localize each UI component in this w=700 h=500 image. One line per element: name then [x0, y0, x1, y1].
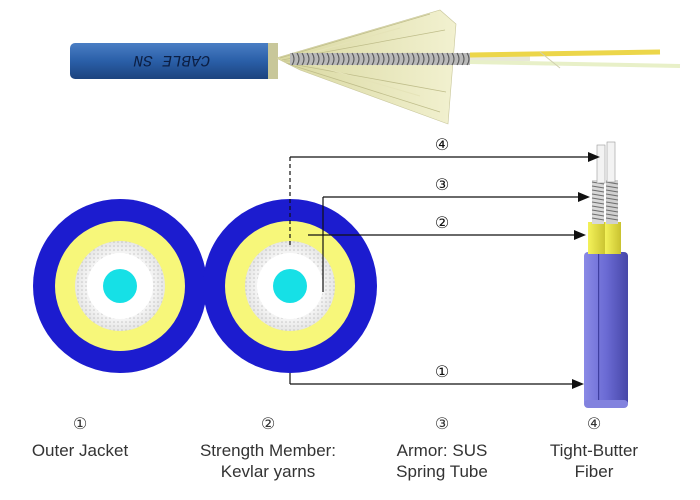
- caption-armor: ③ Armor: SUS Spring Tube: [357, 414, 527, 482]
- caption-number: ②: [260, 414, 276, 433]
- caption-number: ③: [434, 414, 450, 433]
- cable-print-text: CABLE SN: [133, 51, 210, 69]
- cross-section-left: [33, 199, 207, 373]
- stepped-cable-illustration: [584, 141, 628, 408]
- callout-marker-2: ②: [435, 213, 449, 232]
- caption-label: Outer Jacket: [31, 441, 129, 460]
- callout-lines: [289, 152, 600, 389]
- caption-number: ④: [586, 414, 602, 433]
- caption-outer-jacket: ① Outer Jacket: [0, 414, 165, 461]
- callout-marker-1: ①: [435, 362, 449, 381]
- caption-line: Spring Tube: [396, 462, 488, 481]
- fiber-core: [273, 269, 307, 303]
- caption-line: Kevlar yarns: [220, 462, 316, 481]
- caption-line: Armor: SUS: [396, 441, 488, 460]
- cable-outer-jacket: [70, 43, 278, 79]
- caption-strength-member: ② Strength Member: Kevlar yarns: [183, 414, 353, 482]
- caption-label: Tight-Butter Fiber: [509, 440, 679, 482]
- caption-tight-buffer-fiber: ④ Tight-Butter Fiber: [509, 414, 679, 482]
- cable-armor-spring: [290, 52, 470, 66]
- caption-line: Strength Member:: [199, 441, 337, 460]
- stripped-cable-illustration: CABLE SN: [70, 9, 681, 125]
- caption-label: Armor: SUS Spring Tube: [357, 440, 527, 482]
- caption-number: ①: [72, 414, 88, 433]
- cable-fibers: [469, 49, 681, 69]
- cable-kevlar-fan: [275, 9, 457, 125]
- callout-marker-3: ③: [435, 175, 449, 194]
- callout-marker-4: ④: [435, 135, 449, 154]
- cross-section-right: [203, 199, 377, 373]
- caption-line: Fiber: [574, 462, 614, 481]
- fiber-core: [103, 269, 137, 303]
- caption-line: Tight-Butter: [549, 441, 639, 460]
- caption-label: Strength Member: Kevlar yarns: [183, 440, 353, 482]
